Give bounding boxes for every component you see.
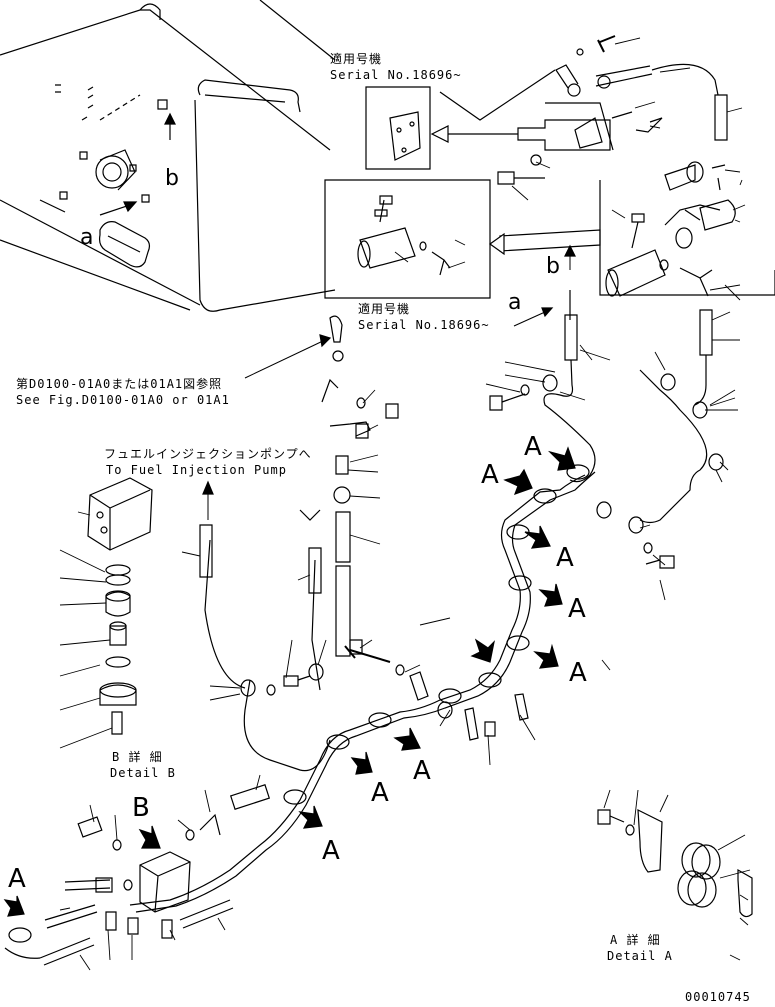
manifold-block bbox=[5, 785, 269, 965]
arrow-label-a-2: A bbox=[524, 432, 542, 462]
arrow-label-a-5: A bbox=[569, 658, 587, 688]
fig-ref-jp: 第D0100-01A0または01A1図参照 bbox=[16, 377, 223, 391]
bolts-washers bbox=[267, 385, 674, 695]
arrow-label-a-9: A bbox=[8, 864, 26, 894]
fuel-tank bbox=[0, 0, 335, 311]
serial-callout-middle bbox=[325, 180, 775, 298]
detail-b-en: Detail B bbox=[110, 766, 176, 780]
reference-leaders bbox=[203, 246, 575, 520]
hose-clamps bbox=[9, 374, 723, 942]
view-letter-b-right: b bbox=[546, 254, 560, 279]
drawing-number: 00010745 bbox=[685, 990, 751, 1004]
detail-letter-b: B bbox=[132, 793, 150, 823]
serial-callout-top bbox=[366, 70, 613, 169]
arrow-label-a-6: A bbox=[413, 756, 431, 786]
fig-ref-en: See Fig.D0100-01A0 or 01A1 bbox=[16, 393, 230, 407]
detail-a-en: Detail A bbox=[607, 949, 673, 963]
arrow-label-a-8: A bbox=[322, 836, 340, 866]
upper-right-parts bbox=[498, 36, 735, 248]
arrow-label-a-1: A bbox=[481, 460, 499, 490]
view-letter-b-tank: b bbox=[165, 166, 179, 191]
leader-lines bbox=[60, 38, 750, 970]
detail-b-parts bbox=[88, 478, 152, 734]
serial-note-mid-en: Serial No.18696~ bbox=[358, 318, 490, 332]
view-letter-a-right: a bbox=[508, 290, 522, 315]
view-arrows-a bbox=[5, 448, 575, 916]
serial-note-top-en: Serial No.18696~ bbox=[330, 68, 462, 82]
arrow-label-a-7: A bbox=[371, 778, 389, 808]
arrow-label-a-4: A bbox=[568, 594, 586, 624]
detail-a-parts bbox=[598, 810, 752, 917]
detail-b-jp: B 詳 細 bbox=[112, 750, 163, 764]
fuel-line-routing bbox=[130, 290, 712, 912]
serial-note-top-jp: 適用号機 bbox=[330, 52, 383, 66]
view-letter-a-tank: a bbox=[80, 225, 94, 250]
fuel-pump-en: To Fuel Injection Pump bbox=[106, 463, 287, 477]
arrow-label-a-3: A bbox=[556, 543, 574, 573]
serial-note-mid-jp: 適用号機 bbox=[358, 302, 411, 316]
detail-a-jp: A 詳 細 bbox=[610, 933, 661, 947]
fuel-pump-jp: フュエルインジェクションポンプへ bbox=[104, 447, 312, 461]
